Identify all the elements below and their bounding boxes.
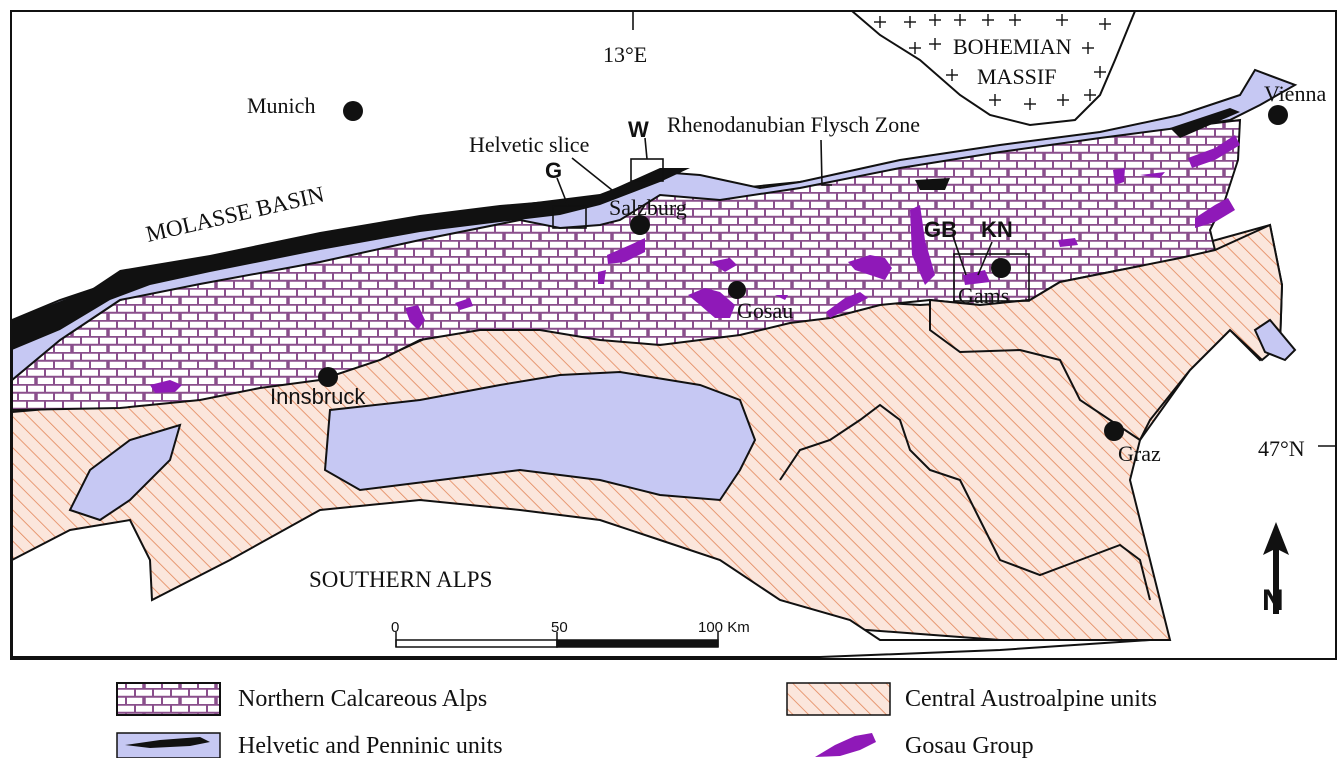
gosau-group-patches	[150, 135, 1240, 393]
study-area-label-gb: GB	[924, 217, 957, 242]
scale-tick-100: 100 Km	[698, 619, 750, 636]
city-markers	[318, 101, 1288, 441]
city-label-gosau: Gosau	[737, 298, 793, 323]
scale-tick-0: 0	[391, 619, 399, 636]
city-dot-gams	[991, 258, 1011, 278]
southern-alps-label: SOUTHERN ALPS	[309, 567, 492, 592]
leader-lines	[556, 11, 1336, 447]
study-area-box-g	[552, 205, 587, 229]
meridian-label: 13°E	[603, 42, 647, 67]
legend-label-helvetic: Helvetic and Penninic units	[238, 733, 503, 759]
flysch-zone-label: Rhenodanubian Flysch Zone	[667, 112, 920, 137]
legend-swatch-central	[786, 682, 891, 716]
svg-text:N: N	[1262, 584, 1284, 617]
flysch-black-strip-east	[1170, 108, 1240, 138]
north-arrow-icon: N	[1262, 522, 1289, 617]
engadine-window	[68, 423, 182, 522]
legend-swatch-nca	[116, 682, 221, 716]
parallel-label: 47°N	[1258, 436, 1305, 461]
city-label-graz: Graz	[1118, 441, 1161, 466]
central-austroalpine-east-area	[929, 223, 1284, 442]
city-dot-innsbruck	[318, 367, 338, 387]
city-label-vienna: Vienna	[1264, 81, 1326, 106]
city-label-gams: Gams	[958, 283, 1009, 308]
city-dot-salzburg	[630, 215, 650, 235]
bohemian-crosses	[874, 14, 1111, 110]
tauern-window	[323, 370, 757, 502]
legend-swatch-helvetic	[116, 732, 221, 758]
flysch-black-strip-mid	[915, 178, 950, 190]
legend-label-gosau: Gosau Group	[905, 733, 1034, 759]
scale-bar	[395, 632, 719, 648]
rechnitz-window	[1253, 318, 1297, 362]
study-area-label-w: W	[628, 117, 649, 142]
legend-label-nca: Northern Calcareous Alps	[238, 686, 488, 712]
study-area-box-gams	[953, 253, 1030, 302]
southern-alps-area	[11, 498, 1151, 658]
scale-tick-50: 50	[551, 619, 568, 636]
city-dot-graz	[1104, 421, 1124, 441]
city-dot-vienna	[1268, 105, 1288, 125]
periadriatic-boundary	[779, 403, 1151, 601]
city-label-salzburg: Salzburg	[609, 195, 687, 220]
legend-swatch-gosau	[815, 733, 876, 757]
bohemian-massif	[849, 10, 1137, 127]
study-area-label-g: G	[545, 158, 562, 183]
helvetic-slice-label: Helvetic slice	[469, 132, 589, 157]
bohemian-massif-label-1: BOHEMIAN	[953, 34, 1072, 59]
city-label-innsbruck: Innsbruck	[270, 384, 366, 409]
flysch-black-strip	[12, 168, 690, 350]
legend-label-central: Central Austroalpine units	[905, 686, 1157, 712]
city-dot-gosau	[728, 281, 746, 299]
city-dot-munich	[343, 101, 363, 121]
bohemian-massif-label-2: MASSIF	[977, 64, 1056, 89]
city-label-munich: Munich	[247, 93, 315, 118]
study-area-label-kn: KN	[981, 217, 1013, 242]
